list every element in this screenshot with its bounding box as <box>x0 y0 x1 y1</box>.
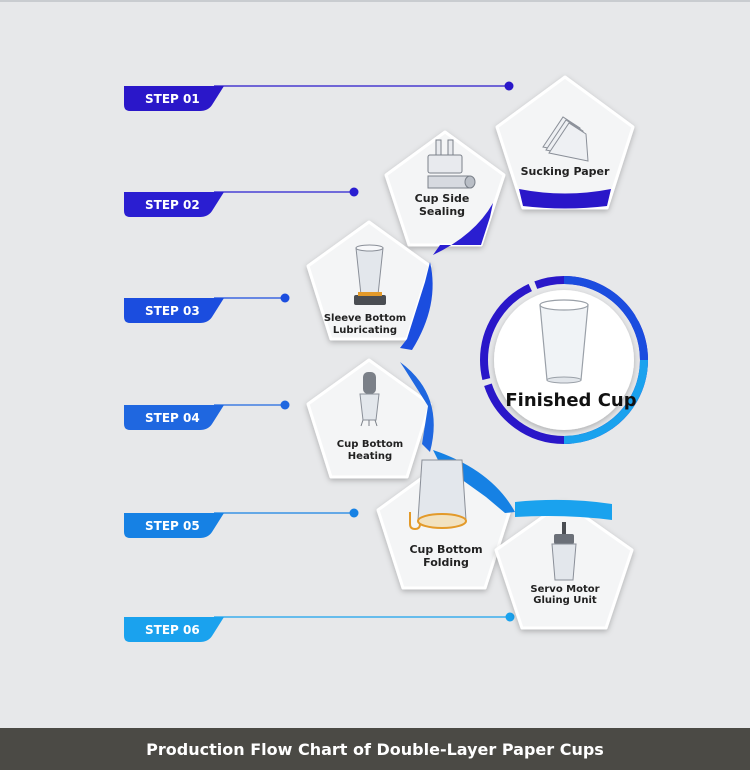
stage-cup-bottom-folding: Cup Bottom Folding <box>376 450 515 590</box>
step-01-label: STEP 01 <box>145 92 200 106</box>
step-04-group: STEP 04 <box>124 400 290 430</box>
step-06-dot <box>505 612 515 622</box>
step-04-label: STEP 04 <box>145 411 200 425</box>
step-05-tab <box>124 513 224 538</box>
gluing-label-line-2: Gluing Unit <box>533 595 597 606</box>
gluing-label-line-1: Servo Motor <box>530 584 599 595</box>
step-03-label: STEP 03 <box>145 304 200 318</box>
step-03-tab <box>124 298 224 323</box>
step-01-tab <box>124 86 224 111</box>
cup-side-sealing-label-line-2: Sealing <box>419 205 465 218</box>
lubricating-label-line-1: Sleeve Bottom <box>324 313 406 324</box>
footer-title: Production Flow Chart of Double-Layer Pa… <box>146 739 604 759</box>
finished-cup-badge: Finished Cup <box>480 276 648 444</box>
step-06-tab <box>124 617 224 642</box>
lubricating-cup-icon <box>354 244 386 305</box>
stage-servo-motor-gluing-unit: Servo Motor Gluing Unit <box>494 499 634 630</box>
step-05-dot <box>349 508 359 518</box>
step-02-label: STEP 02 <box>145 198 200 212</box>
footer-title-bar: Production Flow Chart of Double-Layer Pa… <box>0 728 750 770</box>
lubricating-accent-band <box>400 262 433 350</box>
gluing-unit-icon <box>551 522 577 581</box>
step-06-group: STEP 06 <box>124 612 515 642</box>
step-05-label: STEP 05 <box>145 519 200 533</box>
folding-label-line-1: Cup Bottom <box>409 543 482 556</box>
heating-nozzle-icon <box>359 372 380 427</box>
lubricating-label-line-2: Lubricating <box>333 325 397 336</box>
step-04-tab <box>124 405 224 430</box>
sealing-machine-icon <box>427 139 476 189</box>
stage-cup-side-sealing: Cup Side Sealing <box>384 130 506 255</box>
cup-side-sealing-label-line-1: Cup Side <box>415 192 470 205</box>
heating-accent-band <box>400 362 434 452</box>
step-04-dot <box>280 400 290 410</box>
heating-label-line-1: Cup Bottom <box>337 439 403 450</box>
sucking-paper-label: Sucking Paper <box>521 165 610 178</box>
folding-label-line-2: Folding <box>423 556 469 569</box>
heating-label-line-2: Heating <box>348 451 392 462</box>
stage-sucking-paper: Sucking Paper <box>495 75 635 210</box>
finished-cup-label: Finished Cup <box>505 390 636 411</box>
gluing-accent-band <box>515 499 612 520</box>
sucking-paper-accent-band <box>519 189 611 209</box>
stage-cup-bottom-heating: Cup Bottom Heating <box>306 358 434 479</box>
cup-side-sealing-accent-band <box>433 203 493 255</box>
step-06-label: STEP 06 <box>145 623 200 637</box>
step-01-group: STEP 01 <box>124 81 514 111</box>
step-03-dot <box>280 293 290 303</box>
paper-stack-icon <box>542 116 589 162</box>
finished-cup-icon <box>539 299 589 384</box>
stage-sleeve-bottom-lubricating: Sleeve Bottom Lubricating <box>306 220 433 350</box>
step-05-group: STEP 05 <box>124 508 359 538</box>
folding-cup-icon <box>409 459 467 531</box>
step-02-group: STEP 02 <box>124 187 359 217</box>
step-02-dot <box>349 187 359 197</box>
top-border <box>0 0 750 2</box>
step-03-group: STEP 03 <box>124 293 290 323</box>
step-02-tab <box>124 192 224 217</box>
step-01-dot <box>504 81 514 91</box>
